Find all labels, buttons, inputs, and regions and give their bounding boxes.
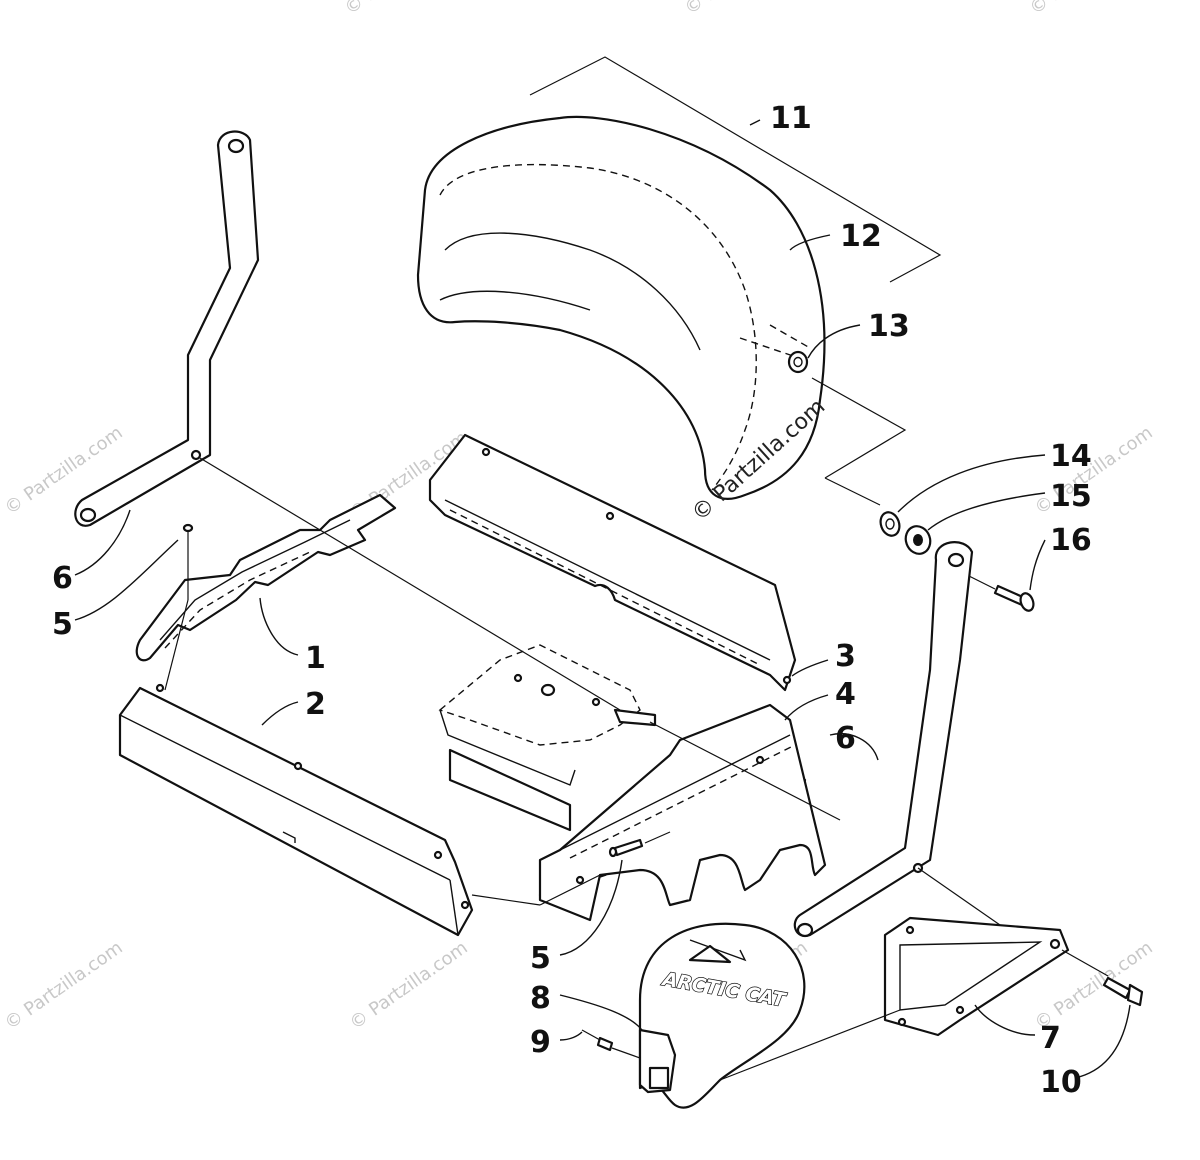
triangle-bracket-7 xyxy=(883,916,1070,1037)
guide-13-14 xyxy=(811,377,907,479)
callout-2: 2 xyxy=(305,687,326,722)
callout-6-right: 6 xyxy=(835,721,856,756)
right-support-arm xyxy=(793,541,974,938)
rivet-upper xyxy=(164,523,194,691)
flange-bolt-10 xyxy=(1061,949,1144,1007)
left-support-arm xyxy=(74,130,260,527)
watermark-top-2: © Partzilla.com xyxy=(681,0,807,19)
callout-15: 15 xyxy=(1050,479,1092,514)
threaded-insert xyxy=(787,350,809,374)
watermark-center-bottom: © Partzilla.com xyxy=(346,937,472,1034)
hinge-plate-1 xyxy=(135,493,397,662)
screw-9 xyxy=(581,1029,641,1059)
callout-9: 9 xyxy=(530,1025,551,1060)
axis-lines xyxy=(199,457,1001,926)
callout-10: 10 xyxy=(1040,1065,1082,1100)
callout-12: 12 xyxy=(840,219,882,254)
guide-8-7 xyxy=(719,1009,901,1081)
callout-5-lower: 5 xyxy=(530,941,551,976)
watermark-left-bottom: © Partzilla.com xyxy=(1,937,127,1034)
washer xyxy=(879,511,901,537)
callout-4: 4 xyxy=(835,677,856,712)
bolt-16 xyxy=(964,573,1035,612)
side-cover-8: ARCTIC CAT xyxy=(638,922,806,1109)
guide-14-axis xyxy=(824,477,881,506)
assembly-bracket-11 xyxy=(529,56,942,283)
front-hinge-4 xyxy=(538,703,827,922)
callout-14: 14 xyxy=(1050,439,1092,474)
callout-7: 7 xyxy=(1040,1021,1061,1056)
seat-base xyxy=(438,644,657,832)
backrest-pad xyxy=(416,115,826,500)
leader-lines xyxy=(74,119,1131,1079)
watermark-top-1: © Partzilla.com xyxy=(341,0,467,19)
callout-5-upper: 5 xyxy=(52,607,73,642)
rivet-lower xyxy=(608,831,671,858)
watermark-top-3: © Partzilla.com xyxy=(1026,0,1152,19)
callout-6-left: 6 xyxy=(52,561,73,596)
spacer xyxy=(904,525,932,555)
rear-channel-3 xyxy=(428,433,797,692)
callout-11: 11 xyxy=(770,101,812,136)
callout-1: 1 xyxy=(305,641,326,676)
callout-labels: 11 12 13 14 15 16 1 2 3 4 6 6 5 5 8 9 7 … xyxy=(52,101,1092,1100)
callout-16: 16 xyxy=(1050,523,1092,558)
callout-3: 3 xyxy=(835,639,856,674)
callout-13: 13 xyxy=(868,309,910,344)
callout-8: 8 xyxy=(530,981,551,1016)
front-channel-2 xyxy=(118,683,474,937)
